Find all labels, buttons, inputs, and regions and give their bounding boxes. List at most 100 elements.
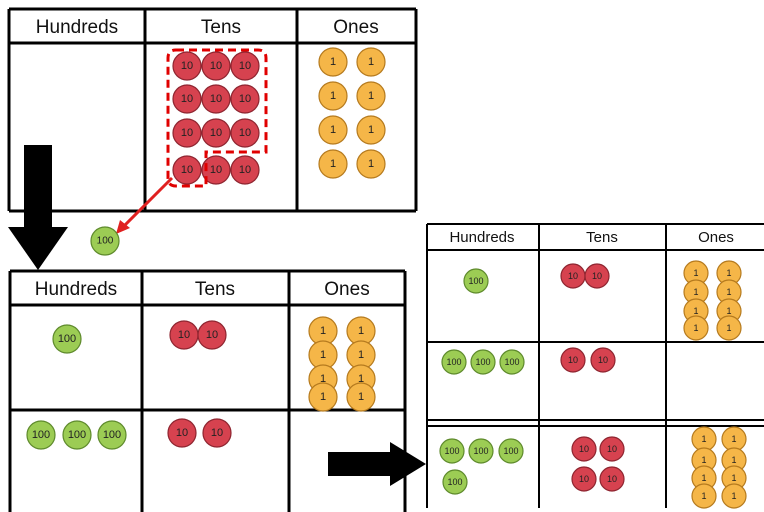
- one-counter: 1: [691, 447, 717, 473]
- ten-counter: 10: [201, 155, 231, 185]
- one-counter-label: 1: [368, 90, 374, 102]
- hundred-counter: 100: [52, 324, 82, 354]
- ten-counter: 10: [201, 51, 231, 81]
- one-counter-label: 1: [368, 158, 374, 170]
- ten-counter: 10: [599, 466, 625, 492]
- one-counter-label: 1: [726, 306, 731, 316]
- header-hundreds: Hundreds: [35, 279, 117, 300]
- one-counter: 1: [721, 426, 747, 452]
- header-ones: Ones: [698, 229, 734, 246]
- one-counter: 1: [318, 47, 348, 77]
- ten-counter-label: 10: [579, 444, 589, 454]
- one-counter-label: 1: [731, 473, 736, 483]
- header-tens: Tens: [586, 229, 618, 246]
- ten-counter-label: 10: [206, 329, 218, 341]
- one-counter: 1: [356, 47, 386, 77]
- hundred-counter-label: 100: [444, 446, 459, 456]
- one-counter-label: 1: [701, 491, 706, 501]
- one-counter-label: 1: [320, 325, 326, 337]
- ten-counter: 10: [230, 155, 260, 185]
- ten-counter-label: 10: [211, 427, 223, 439]
- hundred-counter-label: 100: [473, 446, 488, 456]
- one-counter: 1: [356, 81, 386, 111]
- ten-counter-label: 10: [181, 127, 193, 139]
- one-counter-label: 1: [701, 455, 706, 465]
- one-counter-label: 1: [320, 391, 326, 403]
- one-counter: 1: [346, 382, 376, 412]
- header-ones: Ones: [324, 279, 369, 300]
- one-counter: 1: [356, 115, 386, 145]
- one-counter: 1: [318, 149, 348, 179]
- header-hundreds: Hundreds: [36, 17, 118, 38]
- header-hundreds: Hundreds: [449, 229, 514, 246]
- exchange-hundred-counter: 100: [90, 226, 120, 256]
- ten-counter: 10: [201, 84, 231, 114]
- one-counter-label: 1: [693, 287, 698, 297]
- ten-counter-label: 10: [181, 164, 193, 176]
- hundred-counter-label: 100: [58, 333, 76, 345]
- ten-counter: 10: [172, 51, 202, 81]
- one-counter-label: 1: [358, 373, 364, 385]
- ten-counter-label: 10: [210, 93, 222, 105]
- one-counter-label: 1: [726, 268, 731, 278]
- hundred-counter-label: 100: [504, 357, 519, 367]
- ten-counter-label: 10: [239, 93, 251, 105]
- ten-counter: 10: [169, 320, 199, 350]
- hundred-counter: 100: [439, 438, 465, 464]
- ten-counter-label: 10: [568, 271, 578, 281]
- hundred-counter: 100: [468, 438, 494, 464]
- hundred-counter: 100: [97, 420, 127, 450]
- hundred-counter: 100: [463, 268, 489, 294]
- one-counter: 1: [308, 382, 338, 412]
- hundred-counter-label: 100: [503, 446, 518, 456]
- one-counter: 1: [721, 483, 747, 509]
- ten-counter: 10: [571, 466, 597, 492]
- hundred-counter-label: 100: [475, 357, 490, 367]
- exchange-hundred-label: 100: [97, 236, 114, 247]
- ten-counter: 10: [167, 418, 197, 448]
- one-counter-label: 1: [358, 391, 364, 403]
- ten-counter: 10: [172, 118, 202, 148]
- ten-counter-label: 10: [598, 355, 608, 365]
- ten-counter-label: 10: [181, 93, 193, 105]
- hundred-counter: 100: [26, 420, 56, 450]
- one-counter-label: 1: [731, 455, 736, 465]
- ten-counter: 10: [560, 263, 586, 289]
- ten-counter-label: 10: [176, 427, 188, 439]
- exchange-arrow: [116, 176, 174, 234]
- one-counter-label: 1: [358, 325, 364, 337]
- ten-counter: 10: [571, 436, 597, 462]
- ten-counter: 10: [172, 84, 202, 114]
- hundred-counter: 100: [442, 469, 468, 495]
- one-counter: 1: [691, 426, 717, 452]
- ten-counter: 10: [230, 51, 260, 81]
- one-counter-label: 1: [368, 56, 374, 68]
- hundred-counter-label: 100: [447, 477, 462, 487]
- one-counter-label: 1: [693, 268, 698, 278]
- ten-counter: 10: [230, 118, 260, 148]
- hundred-counter-label: 100: [103, 429, 121, 441]
- ten-counter-label: 10: [607, 474, 617, 484]
- one-counter: 1: [716, 315, 742, 341]
- header-tens: Tens: [195, 279, 235, 300]
- header-tens: Tens: [201, 17, 241, 38]
- hundred-counter: 100: [441, 349, 467, 375]
- one-counter-label: 1: [320, 349, 326, 361]
- ten-counter-label: 10: [239, 127, 251, 139]
- ten-counter: 10: [202, 418, 232, 448]
- ten-counter: 10: [560, 347, 586, 373]
- one-counter-label: 1: [330, 56, 336, 68]
- ten-counter-label: 10: [579, 474, 589, 484]
- ten-counter-label: 10: [178, 329, 190, 341]
- one-counter-label: 1: [368, 124, 374, 136]
- ten-counter-label: 10: [210, 164, 222, 176]
- ten-counter-label: 10: [210, 127, 222, 139]
- ten-counter-label: 10: [181, 60, 193, 72]
